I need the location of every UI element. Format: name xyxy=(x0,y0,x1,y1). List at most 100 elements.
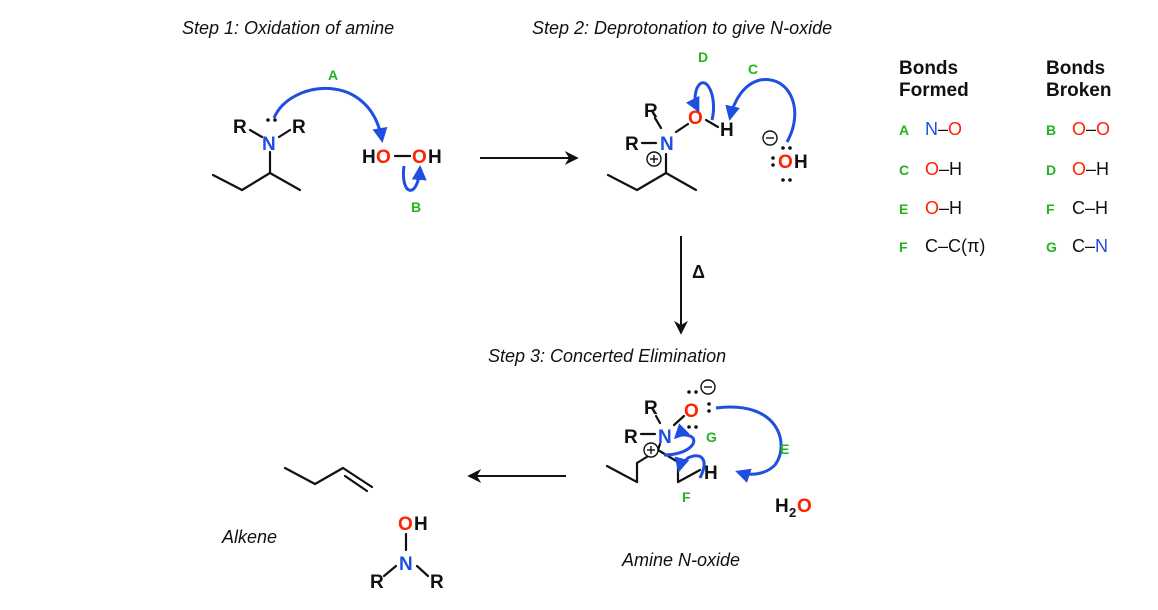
bond-b: O xyxy=(948,119,962,139)
bond-row-broken-d: D O–H xyxy=(1046,159,1109,179)
bond-letter: D xyxy=(1046,162,1056,178)
bond-pair: C–N xyxy=(1072,236,1108,256)
lone-pair-dot xyxy=(266,118,270,122)
r-group: R xyxy=(292,117,306,138)
oxide-nitrogen: N xyxy=(658,427,672,448)
hydroxylamine-oxygen: O xyxy=(398,514,413,535)
curly-arrow-b xyxy=(401,165,427,192)
hydroxylamine-nitrogen: N xyxy=(399,554,413,575)
svg-text:Broken: Broken xyxy=(1046,80,1111,101)
r-group: R xyxy=(370,572,384,593)
arrow-label-c: C xyxy=(748,61,758,77)
bond-a: C xyxy=(1072,198,1085,218)
bonds-formed-header: Bonds Formed xyxy=(899,58,969,101)
alkene-product xyxy=(283,466,374,493)
bond-a: N xyxy=(925,119,938,139)
bond-a: O xyxy=(925,198,939,218)
peroxide-h: H xyxy=(362,147,376,168)
heat-symbol: Δ xyxy=(692,262,705,282)
curly-arrow-e xyxy=(715,405,783,483)
water-molecule: H 2 O xyxy=(775,496,812,520)
step1-title: Step 1: Oxidation of amine xyxy=(182,18,394,38)
r-group: R xyxy=(233,117,247,138)
curly-arrow-g xyxy=(663,423,696,457)
svg-text:Bonds: Bonds xyxy=(899,58,958,79)
hydroxylamine-h: H xyxy=(414,514,428,535)
hydroxide-ion: O H xyxy=(762,130,808,182)
bond-pair: C–C(π) xyxy=(925,236,985,256)
r-group: R xyxy=(644,101,658,122)
r-group: R xyxy=(625,134,639,155)
bond-letter: F xyxy=(899,239,908,255)
step2-intermediate: N R R O H xyxy=(606,101,734,192)
beta-hydrogen: H xyxy=(704,463,718,484)
bond-b: O xyxy=(1096,119,1110,139)
bond-dash: – xyxy=(938,119,948,139)
bond-a: O xyxy=(925,159,939,179)
bond-letter: F xyxy=(1046,201,1055,217)
curly-arrow-d xyxy=(685,81,715,121)
curly-arrow-c xyxy=(725,78,797,143)
bond-dash: – xyxy=(1085,236,1095,256)
hydroxyl-oxygen: O xyxy=(688,108,703,129)
peroxide-h: H xyxy=(428,147,442,168)
hydroxyl-h: H xyxy=(720,120,734,141)
bond-a: C xyxy=(1072,236,1085,256)
bond-b: N xyxy=(1095,236,1108,256)
bond-row-formed-c: C O–H xyxy=(899,159,962,179)
r-group: R xyxy=(624,427,638,448)
hydroxide-oxygen: O xyxy=(778,152,793,173)
bond-a: O xyxy=(1072,159,1086,179)
curly-arrow-f xyxy=(674,454,706,479)
amine-nitrogen: N xyxy=(262,134,276,155)
step3-title: Step 3: Concerted Elimination xyxy=(488,346,726,366)
bond-letter: E xyxy=(899,201,908,217)
step1-amine: N R R xyxy=(211,117,306,192)
arrow-label-g: G xyxy=(706,429,717,445)
bond-pair: O–H xyxy=(925,198,962,218)
lone-pair-dot xyxy=(273,118,277,122)
arrow-label-e: E xyxy=(780,441,789,457)
bond-pair: C–H xyxy=(1072,198,1108,218)
bond-dash: – xyxy=(939,198,949,218)
ammonium-nitrogen: N xyxy=(660,134,674,155)
bond-b: H xyxy=(949,198,962,218)
alkene-caption: Alkene xyxy=(221,527,277,547)
water-subscript: 2 xyxy=(789,505,796,520)
bond-letter: A xyxy=(899,122,909,138)
arrow-label-b: B xyxy=(411,199,421,215)
r-group: R xyxy=(644,398,658,419)
curly-arrow-a xyxy=(272,87,388,143)
bond-pair: N–O xyxy=(925,119,962,139)
svg-text:Bonds: Bonds xyxy=(1046,58,1105,79)
bond-row-formed-e: E O–H xyxy=(899,198,962,218)
step2-title: Step 2: Deprotonation to give N-oxide xyxy=(532,18,832,38)
water-h: H xyxy=(775,496,789,517)
bond-dash: – xyxy=(938,236,948,256)
bond-dash: – xyxy=(939,159,949,179)
oxide-oxygen: O xyxy=(684,401,699,422)
arrow-label-d: D xyxy=(698,49,708,65)
bond-letter: C xyxy=(899,162,909,178)
hydrogen-peroxide: H O O H xyxy=(362,147,442,168)
bond-dash: – xyxy=(1086,159,1096,179)
bond-a: C xyxy=(925,236,938,256)
bond-dash: – xyxy=(1086,119,1096,139)
svg-text:Formed: Formed xyxy=(899,80,969,101)
arrow-label-a: A xyxy=(328,67,338,83)
bond-letter: G xyxy=(1046,239,1057,255)
bond-b: C(π) xyxy=(948,236,985,256)
bond-pair: O–H xyxy=(925,159,962,179)
bond-dash: – xyxy=(1085,198,1095,218)
n-oxide-caption: Amine N-oxide xyxy=(621,550,740,570)
bond-pair: O–H xyxy=(1072,159,1109,179)
hydroxide-h: H xyxy=(794,152,808,173)
bond-row-formed-f: F C–C(π) xyxy=(899,236,985,256)
bonds-broken-header: Bonds Broken xyxy=(1046,58,1111,101)
